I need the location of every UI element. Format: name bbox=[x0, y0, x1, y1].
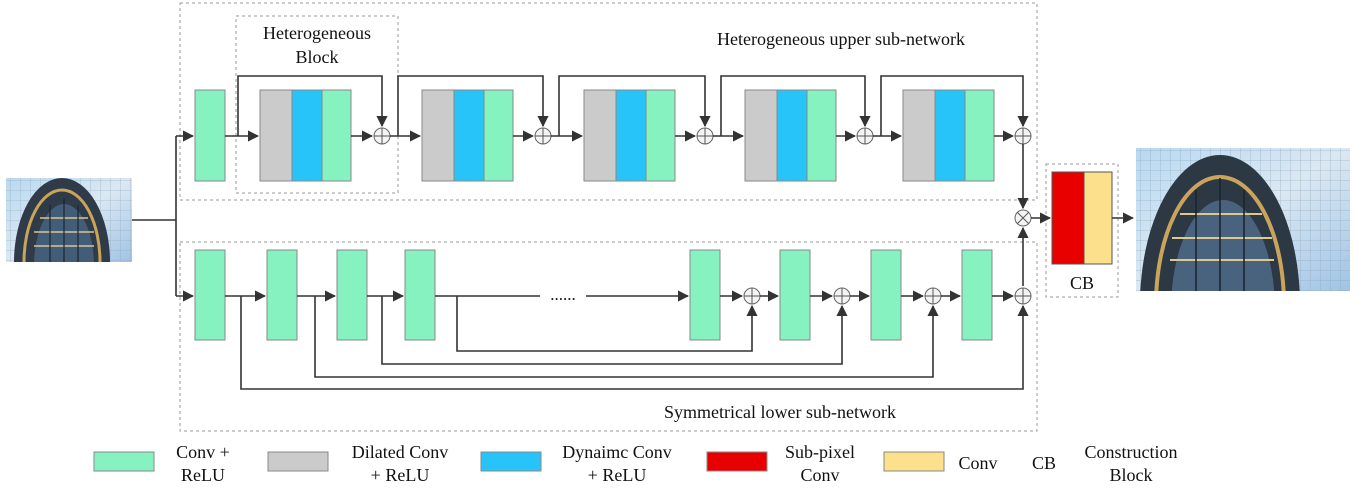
lower-subnetwork-label: Symmetrical lower sub-network bbox=[664, 402, 896, 422]
input-image bbox=[6, 178, 132, 262]
conv-relu-block-4 bbox=[806, 89, 837, 182]
lower-left-conv-1 bbox=[194, 249, 226, 341]
cb-conv-block bbox=[1083, 171, 1113, 265]
dilated-conv-block-2 bbox=[421, 89, 455, 182]
conv-relu-block-1 bbox=[321, 89, 352, 182]
dynamic-conv-block-3 bbox=[615, 89, 647, 182]
heterogeneous-block-label-line1: Heterogeneous bbox=[263, 23, 371, 43]
dynamic-conv-block-5 bbox=[934, 89, 966, 182]
subpixel-conv-block bbox=[1051, 171, 1085, 265]
legend-label-dynamic-1: Dynaimc Conv bbox=[562, 442, 672, 462]
legend-label-construction-1: Construction bbox=[1085, 442, 1178, 462]
cb-label: CB bbox=[1070, 273, 1094, 293]
upper-conv-relu bbox=[194, 89, 226, 182]
legend-label-conv-relu-2: ReLU bbox=[181, 465, 225, 485]
legend: Conv + ReLU Dilated Conv + ReLU Dynaimc … bbox=[93, 442, 1178, 485]
dynamic-conv-block-4 bbox=[776, 89, 808, 182]
lower-subnetwork-frame bbox=[179, 241, 1038, 432]
legend-cb-abbr: CB bbox=[1032, 453, 1056, 473]
heterogeneous-block-frame bbox=[235, 15, 399, 194]
legend-swatch-conv-relu bbox=[93, 451, 155, 472]
lower-right-conv-3 bbox=[870, 249, 902, 341]
legend-label-dilated-1: Dilated Conv bbox=[352, 442, 449, 462]
ellipsis: ...... bbox=[550, 285, 576, 304]
output-image bbox=[1136, 148, 1350, 291]
legend-label-conv-relu-1: Conv + bbox=[176, 442, 230, 462]
dilated-conv-block-3 bbox=[583, 89, 617, 182]
lower-right-conv-2 bbox=[779, 249, 811, 341]
lower-left-conv-2 bbox=[266, 249, 298, 341]
lower-right-conv-4 bbox=[961, 249, 993, 341]
legend-swatch-dilated bbox=[267, 451, 329, 472]
lower-left-conv-3 bbox=[336, 249, 368, 341]
cb-frame bbox=[1045, 163, 1119, 298]
legend-label-dynamic-2: + ReLU bbox=[588, 465, 647, 485]
legend-label-construction-2: Block bbox=[1110, 465, 1153, 485]
upper-subnetwork-label: Heterogeneous upper sub-network bbox=[717, 29, 965, 49]
conv-relu-block-5 bbox=[964, 89, 995, 182]
legend-swatch-conv bbox=[883, 451, 945, 472]
legend-swatch-dynamic bbox=[480, 451, 542, 472]
dynamic-conv-block-1 bbox=[291, 89, 323, 182]
conv-relu-block-2 bbox=[483, 89, 514, 182]
dynamic-conv-block-2 bbox=[453, 89, 485, 182]
legend-label-subpixel-1: Sub-pixel bbox=[785, 442, 855, 462]
dilated-conv-block-5 bbox=[902, 89, 936, 182]
lower-right-conv-1 bbox=[689, 249, 721, 341]
dilated-conv-block-4 bbox=[744, 89, 778, 182]
upper-subnetwork-frame bbox=[179, 2, 1038, 201]
conv-relu-block-3 bbox=[645, 89, 676, 182]
legend-label-dilated-2: + ReLU bbox=[371, 465, 430, 485]
legend-label-subpixel-2: Conv bbox=[800, 465, 839, 485]
heterogeneous-block-label-line2: Block bbox=[296, 47, 339, 67]
dilated-conv-block-1 bbox=[259, 89, 293, 182]
legend-swatch-subpixel bbox=[706, 451, 768, 472]
lower-left-conv-4 bbox=[404, 249, 436, 341]
legend-label-conv: Conv bbox=[958, 453, 997, 473]
